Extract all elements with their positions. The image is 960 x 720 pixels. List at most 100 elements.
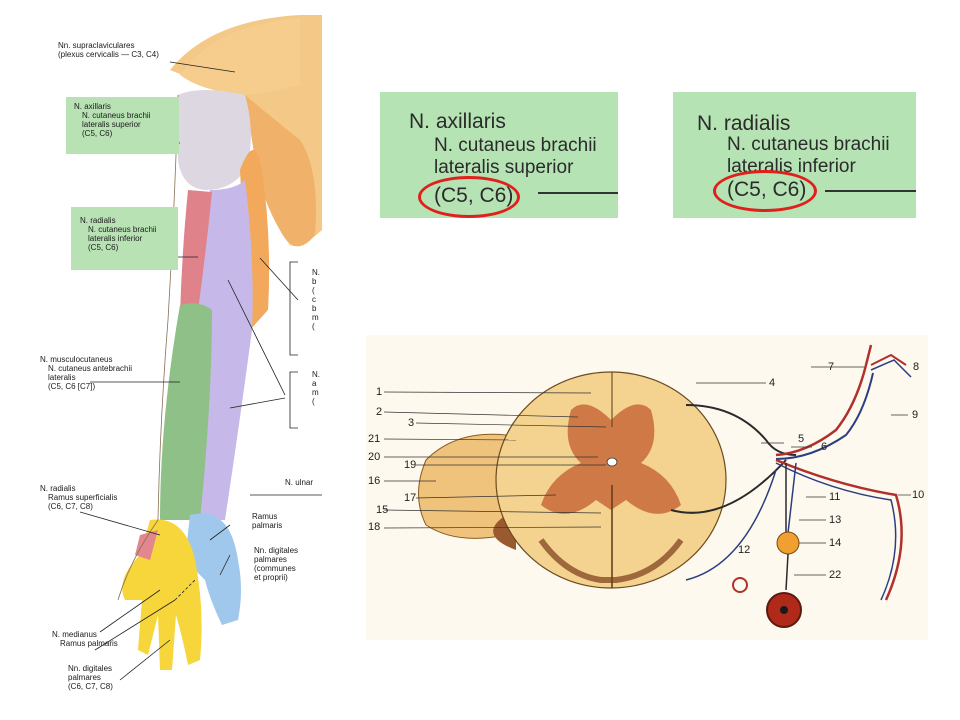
- label-line: et proprii): [254, 573, 288, 582]
- label-radialis-superficialis: N. radialis Ramus superficialis (C6, C7,…: [40, 484, 117, 511]
- label-22: 22: [829, 569, 842, 581]
- sympathetic-ganglion: [776, 531, 800, 555]
- label-20: 20: [368, 451, 381, 463]
- radialis-label-box: [71, 207, 178, 270]
- label-line: N. musculocutaneus: [40, 355, 113, 364]
- label-radialis: N. radialis N. cutaneus brachii laterali…: [80, 216, 156, 252]
- ventral-ramus-blue: [775, 462, 897, 601]
- label-nn-digitales: Nn. digitales palmares (communes et prop…: [254, 546, 298, 582]
- ventral-ramus: [775, 458, 903, 601]
- label-digitales-palmares: Nn. digitales palmares (C6, C7, C8): [68, 664, 113, 691]
- label-18: 18: [368, 521, 381, 533]
- spinal-cord-cross-section: 1 2 3 4 5 6 7 8 9 10 11 12 13 14 15 16 1…: [366, 335, 928, 640]
- label-line: b: [312, 277, 317, 286]
- label-line: lateralis inferior: [88, 234, 143, 243]
- ulnar-hand-blue: [185, 513, 241, 625]
- chest-region: [245, 95, 316, 247]
- label-19: 19: [404, 459, 417, 471]
- label-14: 14: [829, 537, 842, 549]
- supraclavicular-region: [180, 18, 300, 95]
- spinal-nerve-blue: [775, 372, 874, 460]
- label-2: 2: [376, 406, 383, 418]
- label-line: (C6, C7, C8): [68, 682, 113, 691]
- label-line: palmares: [68, 673, 101, 682]
- label-musculocutaneus: N. musculocutaneus N. cutaneus antebrach…: [40, 355, 132, 391]
- branch-upper-right: [870, 353, 907, 366]
- label-line: (C5, C6): [88, 243, 119, 252]
- zoom-line-branch: N. cutaneus brachii: [727, 134, 890, 155]
- spinal-nerve: [775, 344, 873, 457]
- visceral-branch: [785, 553, 789, 591]
- arm-outline: [117, 94, 179, 601]
- label-line: m: [312, 313, 319, 322]
- spinal-cord-illustration: [383, 344, 912, 628]
- label-axillaris: N. axillaris N. cutaneus brachii lateral…: [74, 102, 150, 138]
- label-medianus: N. medianus Ramus palmaris: [52, 630, 118, 648]
- label-line: Nn. digitales: [68, 664, 113, 673]
- radial-red-stripe: [180, 190, 212, 315]
- label-line: Ramus: [252, 512, 278, 521]
- label-4: 4: [769, 377, 776, 389]
- label-line: N. cutaneus brachii: [88, 225, 157, 234]
- label-9: 9: [912, 409, 919, 421]
- label-line: Nn. digitales: [254, 546, 299, 555]
- label-6: 6: [821, 441, 828, 453]
- vessel-ring: [732, 577, 748, 593]
- label-12: 12: [738, 544, 751, 556]
- zoom-line-branch: N. cutaneus brachii: [434, 135, 597, 156]
- label-line: N. radialis: [80, 216, 116, 225]
- label-8: 8: [913, 361, 920, 373]
- label-line: (C5, C6): [82, 129, 113, 138]
- label-21: 21: [368, 433, 381, 445]
- label-3: 3: [408, 417, 415, 429]
- label-7: 7: [828, 361, 835, 373]
- label-line: Nn. supraclaviculares: [58, 41, 135, 50]
- arm-illustration: [79, 15, 322, 681]
- spinal-leader-lines: [383, 366, 911, 576]
- label-ulnar: N. ulnar: [285, 478, 314, 487]
- label-10: 10: [912, 489, 925, 501]
- label-line: N. radialis: [40, 484, 76, 493]
- label-15: 15: [376, 504, 389, 516]
- label-line: c: [312, 295, 316, 304]
- central-canal: [606, 457, 618, 467]
- zoom-line-branch-2: lateralis superior: [434, 157, 574, 178]
- label-line: palmaris: [252, 521, 283, 530]
- label-line: N.: [312, 268, 320, 277]
- axillaris-label-box: [66, 97, 179, 154]
- label-line: Ramus superficialis: [48, 493, 118, 502]
- label-11: 11: [829, 491, 841, 503]
- branch-upper-right-2: [870, 359, 912, 378]
- radial-thumb-red: [135, 530, 158, 560]
- label-line: N. cutaneus brachii: [82, 111, 151, 120]
- label-line: N.: [312, 370, 320, 379]
- label-line: m: [312, 388, 319, 397]
- leader-lines: [79, 61, 322, 681]
- zoom-leader-line: [538, 192, 618, 194]
- label-truncated-lower: N. a m (: [312, 370, 320, 406]
- highlight-circle: [713, 170, 817, 212]
- label-ramus-palmaris: Ramus palmaris: [252, 512, 282, 530]
- ventral-rootlets: [538, 538, 684, 583]
- label-line: b: [312, 304, 317, 313]
- label-line: a: [312, 379, 317, 388]
- zoom-line-nerve: N. radialis: [697, 112, 791, 135]
- forearm-green: [160, 303, 212, 520]
- label-16: 16: [368, 475, 381, 487]
- zoom-axillaris: N. axillaris N. cutaneus brachii lateral…: [380, 92, 618, 218]
- label-line: palmares: [254, 555, 287, 564]
- branch-12: [685, 469, 777, 581]
- zoom-leader-line: [825, 190, 916, 192]
- label-line: lateralis: [48, 373, 76, 382]
- label-truncated-upper: N. b ( c b m (: [312, 268, 320, 331]
- label-1: 1: [376, 386, 383, 398]
- label-line: Ramus palmaris: [60, 639, 118, 648]
- right-ventral-root: [670, 459, 787, 514]
- label-line: (plexus cervicalis — C3, C4): [58, 50, 159, 59]
- label-line: (C6, C7, C8): [48, 502, 93, 511]
- label-line: (: [312, 322, 315, 331]
- label-line: lateralis superior: [82, 120, 141, 129]
- label-line: N. axillaris: [74, 102, 111, 111]
- label-13: 13: [829, 514, 842, 526]
- zoom-line-nerve: N. axillaris: [409, 110, 506, 133]
